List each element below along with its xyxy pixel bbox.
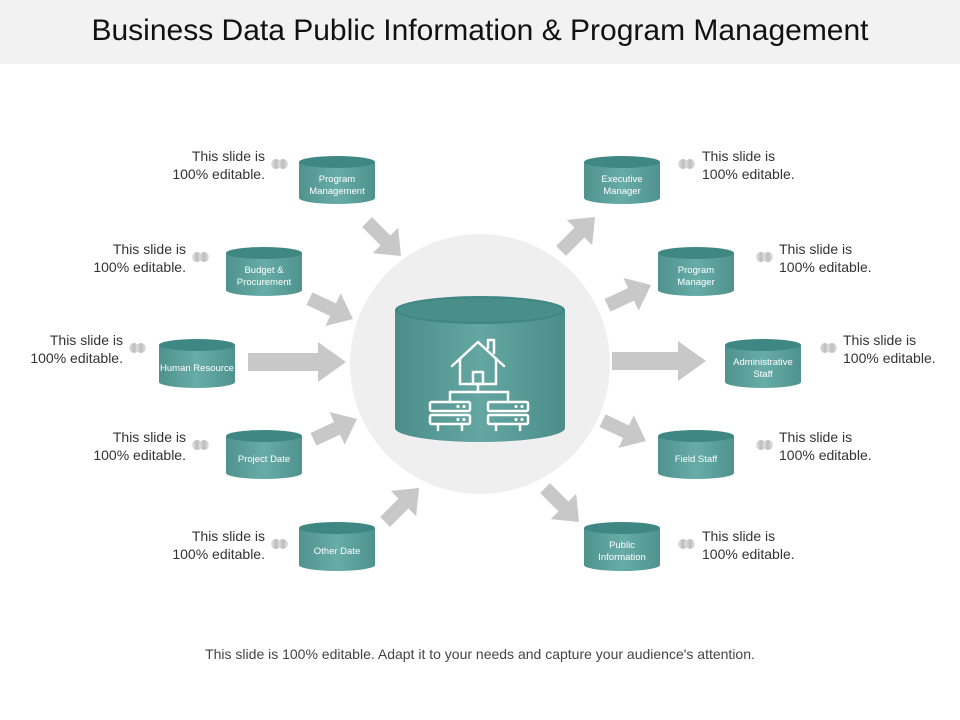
label-line-2: 100% editable. bbox=[843, 350, 936, 366]
node-label: This slide is 100% editable. bbox=[843, 331, 955, 367]
label-line-2: 100% editable. bbox=[702, 166, 795, 182]
arrow-out-4 bbox=[599, 414, 646, 449]
label-line-2: 100% editable. bbox=[30, 350, 123, 366]
house-network-icon bbox=[428, 338, 530, 432]
node-cylinder-program-management bbox=[299, 156, 375, 204]
arrow-in-4 bbox=[310, 411, 357, 446]
node-label: This slide is 100% editable. bbox=[140, 527, 265, 563]
node-label: This slide is 100% editable. bbox=[61, 428, 186, 464]
node-title: Administrative Staff bbox=[733, 357, 793, 380]
node-cylinder-other-date bbox=[299, 522, 375, 571]
label-line-1: This slide is bbox=[779, 429, 853, 445]
node-label: This slide is 100% editable. bbox=[140, 147, 265, 183]
arrows bbox=[248, 217, 706, 527]
label-line-1: This slide is bbox=[191, 148, 265, 164]
label-line-1: This slide is bbox=[112, 429, 186, 445]
node-label: This slide is 100% editable. bbox=[779, 428, 904, 464]
footer-caption: This slide is 100% editable. Adapt it to… bbox=[205, 646, 755, 662]
node-cylinder-field-staff bbox=[658, 430, 734, 479]
arrow-out-1 bbox=[556, 217, 595, 256]
node-title: Program Manager bbox=[677, 265, 715, 288]
node-label: This slide is 100% editable. bbox=[702, 527, 827, 563]
label-line-2: 100% editable. bbox=[93, 259, 186, 275]
node-title: Project Date bbox=[237, 454, 291, 465]
label-line-2: 100% editable. bbox=[93, 447, 186, 463]
arrow-in-3 bbox=[248, 342, 346, 382]
label-line-1: This slide is bbox=[191, 528, 265, 544]
label-line-1: This slide is bbox=[702, 528, 776, 544]
label-line-1: This slide is bbox=[843, 332, 917, 348]
label-line-2: 100% editable. bbox=[779, 259, 872, 275]
node-cylinder-project-date bbox=[226, 430, 302, 479]
label-line-2: 100% editable. bbox=[172, 166, 265, 182]
node-label: This slide is 100% editable. bbox=[702, 147, 827, 183]
arrow-in-2 bbox=[306, 292, 353, 327]
page-title: Business Data Public Information & Progr… bbox=[91, 14, 869, 47]
node-title: Field Staff bbox=[674, 454, 718, 465]
node-label: This slide is 100% editable. bbox=[0, 331, 123, 367]
label-line-1: This slide is bbox=[49, 332, 123, 348]
node-cylinder-human-resource bbox=[159, 339, 235, 388]
arrow-out-3 bbox=[612, 341, 706, 381]
central-database bbox=[395, 296, 565, 442]
node-title: Budget & Procurement bbox=[236, 265, 292, 288]
node-cylinder-budget-procurement bbox=[226, 247, 302, 296]
arrow-out-5 bbox=[540, 483, 579, 522]
node-title: Program Management bbox=[309, 174, 365, 197]
arrow-out-2 bbox=[604, 277, 651, 312]
connector-dots bbox=[129, 159, 837, 549]
node-cylinder-program-manager bbox=[658, 247, 734, 296]
arrow-in-1 bbox=[362, 217, 401, 256]
node-title: Other Date bbox=[313, 546, 361, 557]
label-line-1: This slide is bbox=[112, 241, 186, 257]
node-cylinder-public-information bbox=[584, 522, 660, 571]
node-title: Public Information bbox=[598, 540, 646, 563]
label-line-1: This slide is bbox=[779, 241, 853, 257]
label-line-2: 100% editable. bbox=[172, 546, 265, 562]
node-title: Executive Manager bbox=[601, 174, 643, 197]
arrow-in-5 bbox=[380, 488, 419, 527]
label-line-2: 100% editable. bbox=[779, 447, 872, 463]
node-title: Human Resource bbox=[160, 363, 234, 374]
label-line-2: 100% editable. bbox=[702, 546, 795, 562]
node-cylinder-administrative-staff bbox=[725, 339, 801, 388]
label-line-1: This slide is bbox=[702, 148, 776, 164]
node-cylinder-executive-manager bbox=[584, 156, 660, 204]
title-band bbox=[0, 0, 960, 64]
node-label: This slide is 100% editable. bbox=[61, 240, 186, 276]
node-label: This slide is 100% editable. bbox=[779, 240, 904, 276]
